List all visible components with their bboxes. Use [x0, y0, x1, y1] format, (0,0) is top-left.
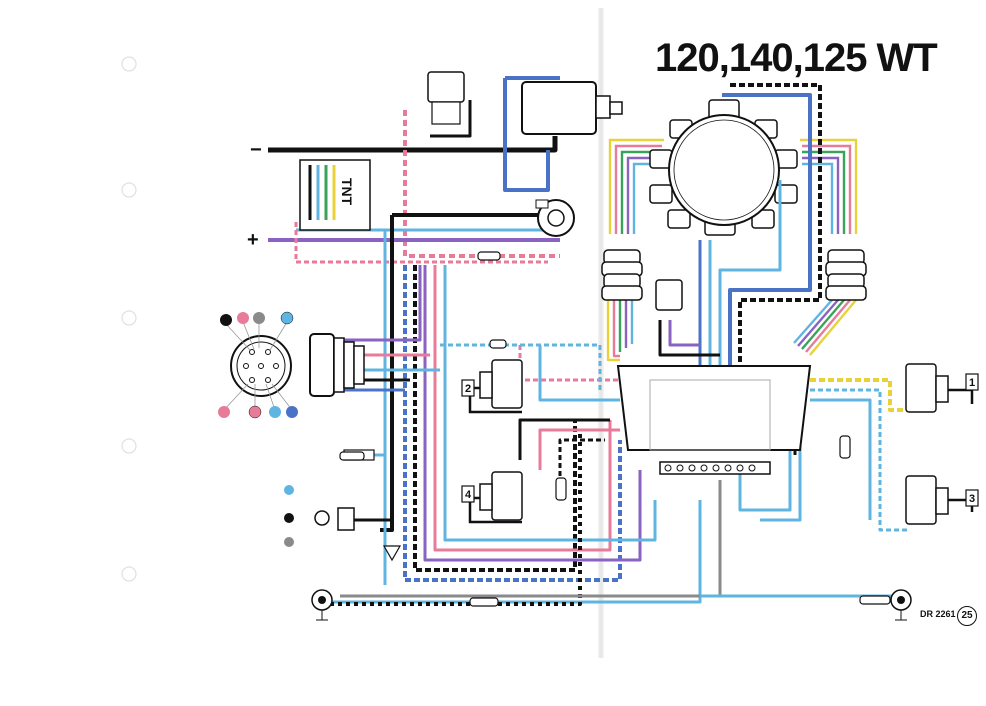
starter-solenoid [427, 71, 465, 125]
drawing-reference: DR 2261 [920, 609, 956, 619]
tnt-terminal-block: TNT [299, 159, 371, 231]
ignition-coil-1 [905, 363, 949, 413]
cylinder-label-1: 1 [965, 373, 979, 391]
tnt-label: TNT [339, 178, 355, 206]
ground-right [890, 589, 912, 621]
page-fold [598, 8, 604, 658]
punch-holes [121, 56, 137, 582]
cylinder-label-2: 2 [461, 379, 475, 397]
power-pack [616, 365, 812, 475]
svg-text:1: 1 [969, 377, 975, 389]
key-switch-plug [218, 311, 365, 419]
ground-left [311, 589, 333, 621]
battery-negative-sign: − [250, 139, 262, 161]
cylinder-label-3: 3 [965, 489, 979, 507]
svg-text:3: 3 [969, 493, 975, 505]
harness-plugs [601, 249, 867, 311]
ignition-coil-3 [905, 475, 949, 525]
warning-plug [284, 449, 375, 547]
starter-motor [521, 81, 623, 135]
page-number: 25 [957, 606, 977, 626]
diagram-title: 120,140,125 WT [655, 36, 938, 80]
ignition-coil-2 [479, 359, 523, 409]
battery-positive-sign: + [247, 229, 259, 251]
choke-solenoid [535, 199, 575, 237]
inline-connectors [339, 251, 891, 607]
cylinder-label-4: 4 [461, 485, 475, 503]
ignition-coil-4 [479, 471, 523, 521]
harness-wires [268, 76, 910, 606]
svg-text:4: 4 [465, 489, 472, 501]
diode-symbol [382, 545, 402, 562]
svg-text:2: 2 [465, 383, 471, 395]
